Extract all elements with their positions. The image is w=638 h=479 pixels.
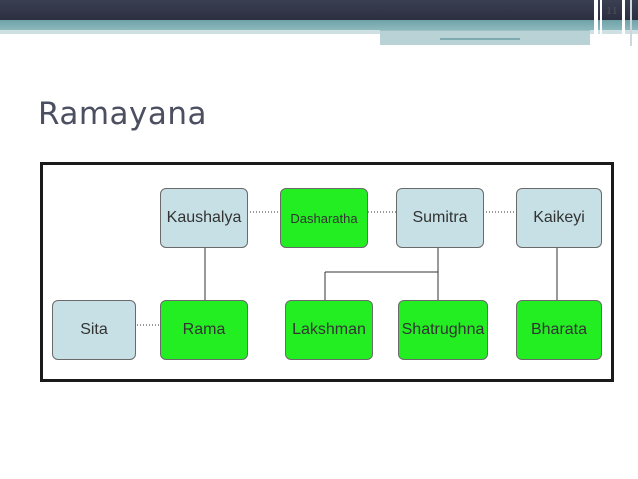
- header-divider: [600, 0, 602, 46]
- node-label: Kaikeyi: [533, 209, 585, 226]
- node-sumitra: Sumitra: [396, 188, 484, 248]
- node-sita: Sita: [52, 300, 136, 360]
- header-divider: [594, 0, 598, 46]
- slide-title: Ramayana: [38, 96, 208, 132]
- page-number: 11: [606, 7, 618, 17]
- node-label: Lakshman: [292, 321, 366, 338]
- node-label: Rama: [182, 321, 226, 338]
- node-label: Sita: [80, 321, 108, 338]
- slide-header-bar: [0, 0, 638, 20]
- node-lakshman: Lakshman: [285, 300, 373, 360]
- node-rama: Rama: [160, 300, 248, 360]
- header-divider: [630, 0, 632, 46]
- slide-header-stripe: [0, 30, 638, 34]
- family-tree-connectors: [137, 211, 558, 326]
- slide-header-line: [440, 38, 520, 40]
- node-label: Dasharatha: [290, 210, 358, 226]
- header-divider: [622, 0, 625, 46]
- node-bharata: Bharata: [516, 300, 602, 360]
- node-dasharatha: Dasharatha: [280, 188, 368, 248]
- slide-header-panel: [380, 30, 590, 45]
- node-label: Shatrughna: [401, 321, 485, 338]
- node-label: Bharata: [530, 321, 588, 338]
- node-kaikeyi: Kaikeyi: [516, 188, 602, 248]
- node-kaushalya: Kaushalya: [160, 188, 248, 248]
- node-label: Kaushalya: [166, 209, 242, 226]
- node-label: Sumitra: [412, 209, 468, 226]
- slide-header-accent: [0, 20, 638, 30]
- node-shatrughna: Shatrughna: [398, 300, 488, 360]
